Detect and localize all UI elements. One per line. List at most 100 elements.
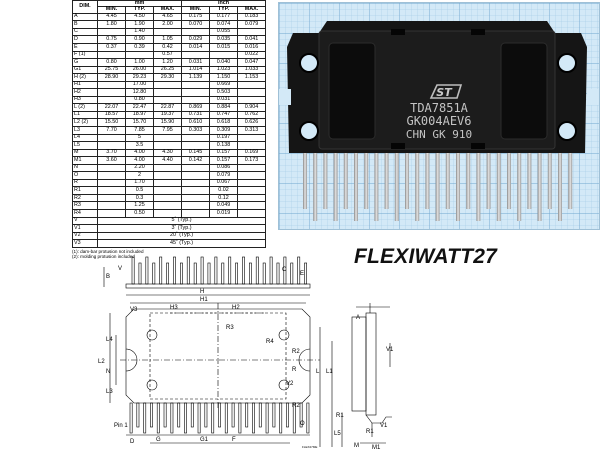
table-cell-dim: O [72,171,98,180]
table-cell-value [237,178,266,188]
table-cell-value: 18.57 [97,110,126,120]
table-cell-value [237,27,266,37]
table-cell-value: 3.70 [97,148,126,158]
front-view-pin [218,402,221,428]
table-cell-value: 2.20 [125,163,154,173]
label-g: G [156,437,161,443]
package-pin [456,151,460,221]
table-cell-value [97,193,126,203]
table-cell-value: 1.023 [209,65,238,75]
package-title: FLEXIWATT27 [354,245,497,268]
table-cell-dim: G1 [72,65,98,75]
table-cell-value [181,95,210,105]
chip-marking-line1: TDA7851A [410,101,469,115]
table-cell-value: 7.70 [97,126,126,135]
package-pin [547,151,552,209]
table-cell-value: 0.3 [125,193,154,203]
label-e: E [300,271,304,277]
table-cell-value [97,163,126,173]
table-cell-value: 5 [125,133,154,143]
table-cell-value [97,80,126,90]
table-cell-value: 0.145 [181,148,210,158]
label-r1: R1 [336,413,344,419]
table-cell-value: 2.00 [153,20,182,29]
top-view-pin [214,256,218,285]
label-m1: M1 [372,445,381,451]
table-cell-value [181,80,210,90]
table-cell-value: 4.65 [153,12,182,22]
front-view-pin [265,402,269,434]
table-cell-value [125,50,154,60]
table-cell-value: 18.97 [125,110,154,120]
table-cell-value [153,95,182,105]
label-f: F [232,437,236,443]
label-h: H [200,289,204,295]
table-cell-value [181,193,210,203]
table-cell-value: 0.618 [209,118,238,127]
top-view-pin [304,262,308,285]
table-cell-dim: B [72,20,98,29]
top-view-pin [249,262,252,285]
table-cell-value [181,186,210,195]
table-cell-dim: L (2) [72,103,98,112]
table-cell-dim: L1 [72,110,98,120]
top-view-pin [186,256,190,285]
mechanical-drawing-svg: V B E C H H1 H2 H3 V3 R3 R4 R2 R V2 R2 L… [98,256,394,451]
table-cell-value: 0.80 [97,58,126,67]
label-r3: R3 [226,325,234,331]
top-view-pin [221,262,225,285]
top-view-pin [152,262,156,285]
table-cell-dim: G [72,58,98,67]
front-view-pin [170,402,174,434]
table-cell-value [97,95,126,105]
front-view-pin [143,402,147,434]
table-cell-value: 0.12 [209,193,238,203]
table-cell-value: 4.00 [125,156,154,165]
table-cell-value [153,201,182,211]
table-cell-value: 0.904 [237,103,266,112]
table-cell-value: 4.00 [125,148,154,158]
front-view-pin [252,402,255,434]
table-cell-value: 0.762 [237,110,266,120]
table-cell-value [97,27,126,37]
drawing-reference: FLEX27ME [302,445,317,449]
table-cell-value: 26.00 [125,65,154,75]
table-cell-value: 7.85 [125,126,154,135]
table-notes: (1): dam-bar protusion not included (2):… [72,249,272,260]
table-cell-dim: R [72,178,98,188]
front-view-pin [299,402,303,428]
front-view [120,294,320,409]
label-v2: V2 [286,381,294,387]
table-cell-dim: V2 [72,231,98,241]
table-cell-value: 4.40 [153,156,182,165]
label-r: R [292,367,297,373]
label-pin1: Pin 1 [114,423,128,429]
package-pin [507,151,511,209]
table-cell-dim: C [72,27,98,37]
table-cell-value [237,209,266,218]
table-cell-value: 5˚ (Typ.) [97,216,266,226]
top-view-pin [262,262,266,285]
table-cell-value: 0.047 [237,58,266,67]
label-c: C [282,267,287,273]
label-h2: H2 [232,305,240,311]
package-pin [537,151,542,221]
table-cell-dim: R3 [72,201,98,211]
package-pin [568,151,573,209]
label-v1-bottom: V1 [380,423,388,429]
table-cell-value [181,171,210,180]
table-cell-value [181,209,210,218]
front-view-pin [211,402,215,434]
table-cell-value: 4.50 [125,12,154,22]
table-cell-value: 1.90 [125,20,154,29]
table-cell-value: 28.90 [97,73,126,82]
table-cell-value: 26.25 [153,65,182,75]
